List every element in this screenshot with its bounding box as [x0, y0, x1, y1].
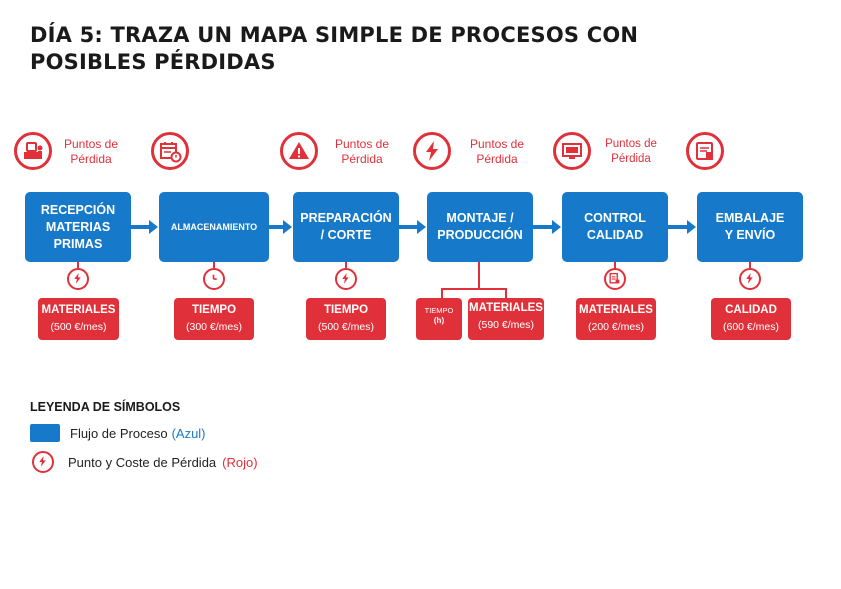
loss-point-label-4: Puntos de Pérdida: [598, 137, 664, 167]
step-label: PRODUCCIÓN: [437, 228, 523, 242]
monitor-icon: [553, 132, 591, 170]
process-step-packaging: EMBALAJE Y ENVÍO: [697, 192, 803, 262]
flow-arrow-1: [131, 220, 158, 234]
loss-connector: [441, 288, 507, 290]
step-label: Y ENVÍO: [724, 228, 776, 242]
loss-cost-box: TIEMPO (500 €/mes): [306, 298, 386, 340]
loss-connector: [749, 262, 751, 270]
loss-cost-box: TIEMPO (300 €/mes): [174, 298, 254, 340]
step-label: MATERIAS: [45, 219, 111, 234]
loss-label-line-2: Pérdida: [611, 153, 651, 165]
loss-label-line-1: Puntos de: [334, 137, 390, 151]
cost-type: CALIDAD: [725, 304, 777, 316]
legend-loss-color: (Rojo): [222, 454, 258, 470]
lightning-icon: [32, 451, 54, 473]
loss-point-label-3: Puntos de Pérdida: [462, 137, 532, 167]
cost-value: (h): [433, 316, 445, 325]
loss-point-label-2: Puntos de Pérdida: [327, 137, 397, 167]
flow-arrow-3: [399, 220, 426, 234]
lightning-icon: [739, 268, 761, 290]
step-label: ALMACENAMIENTO: [170, 221, 258, 232]
cost-type: TIEMPO: [323, 304, 369, 316]
document-icon: [604, 268, 626, 290]
clipboard-icon: [686, 132, 724, 170]
lightning-icon: [413, 132, 451, 170]
title-line-1: DÍA 5: TRAZA UN MAPA SIMPLE DE PROCESOS …: [30, 23, 639, 47]
loss-cost-box: TIEMPO (h): [416, 298, 462, 340]
legend-title: LEYENDA DE SÍMBOLOS: [30, 400, 181, 414]
cost-type: MATERIALES: [469, 302, 543, 314]
loss-cost-box: MATERIALES (590 €/mes): [468, 298, 544, 340]
loss-point-label-1: Puntos de Pérdida: [60, 137, 122, 167]
title-line-2: POSIBLES PÉRDIDAS: [30, 50, 276, 74]
step-label: / CORTE: [320, 228, 372, 242]
loss-label-line-2: Pérdida: [341, 152, 383, 166]
process-step-reception: RECEPCIÓN MATERIAS PRIMAS: [25, 192, 131, 262]
loss-connector: [478, 262, 480, 289]
legend-process-color: (Azul): [171, 425, 206, 441]
lightning-icon: [335, 268, 357, 290]
loss-connector: [441, 288, 443, 298]
cost-value: (200 €/mes): [587, 321, 645, 333]
loss-connector: [345, 262, 347, 270]
loss-cost-box: MATERIALES (200 €/mes): [576, 298, 656, 340]
step-label: MONTAJE /: [446, 211, 514, 225]
cost-type: MATERIALES: [41, 304, 116, 316]
loss-cost-box: MATERIALES (500 €/mes): [38, 298, 119, 340]
process-step-storage: ALMACENAMIENTO: [159, 192, 269, 262]
cost-type: TIEMPO: [424, 306, 454, 315]
process-step-assembly: MONTAJE / PRODUCCIÓN: [427, 192, 533, 262]
flow-arrow-5: [668, 220, 696, 234]
step-label: PRIMAS: [53, 236, 103, 251]
step-label: CALIDAD: [586, 228, 644, 242]
loss-label-line-2: Pérdida: [476, 152, 518, 166]
step-label: EMBALAJE: [715, 211, 785, 225]
cost-value: (600 €/mes): [722, 321, 780, 333]
loss-cost-box: CALIDAD (600 €/mes): [711, 298, 791, 340]
lightning-icon: [67, 268, 89, 290]
page-title: DÍA 5: TRAZA UN MAPA SIMPLE DE PROCESOS …: [30, 22, 670, 76]
worker-at-desk-icon: [14, 132, 52, 170]
loss-label-line-2: Pérdida: [70, 152, 112, 166]
process-step-quality-control: CONTROL CALIDAD: [562, 192, 668, 262]
cost-value: (500 €/mes): [317, 321, 375, 333]
process-swatch: [30, 424, 60, 442]
step-label: CONTROL: [584, 211, 646, 225]
legend-process-text: Flujo de Proceso: [70, 425, 168, 441]
flow-arrow-4: [533, 220, 561, 234]
legend-row-loss: Punto y Coste de Pérdida (Rojo): [30, 451, 258, 473]
flow-arrow-2: [269, 220, 292, 234]
warning-icon: [280, 132, 318, 170]
loss-connector: [505, 288, 507, 298]
loss-connector: [77, 262, 79, 270]
loss-label-line-1: Puntos de: [63, 137, 119, 151]
loss-connector: [213, 262, 215, 270]
calendar-clock-icon: [151, 132, 189, 170]
step-label: PREPARACIÓN: [300, 211, 392, 225]
cost-type: MATERIALES: [579, 304, 653, 316]
cost-value: (300 €/mes): [185, 321, 243, 333]
cost-type: TIEMPO: [191, 304, 237, 316]
clock-icon: [203, 268, 225, 290]
cost-value: (500 €/mes): [50, 321, 107, 333]
legend-loss-text: Punto y Coste de Pérdida: [68, 454, 217, 470]
process-step-preparation: PREPARACIÓN / CORTE: [293, 192, 399, 262]
loss-label-line-1: Puntos de: [605, 138, 657, 150]
legend-row-process: Flujo de Proceso (Azul): [30, 422, 206, 444]
loss-connector: [614, 262, 616, 270]
cost-value: (590 €/mes): [477, 319, 535, 331]
step-label: RECEPCIÓN: [40, 202, 116, 217]
loss-label-line-1: Puntos de: [469, 137, 525, 151]
